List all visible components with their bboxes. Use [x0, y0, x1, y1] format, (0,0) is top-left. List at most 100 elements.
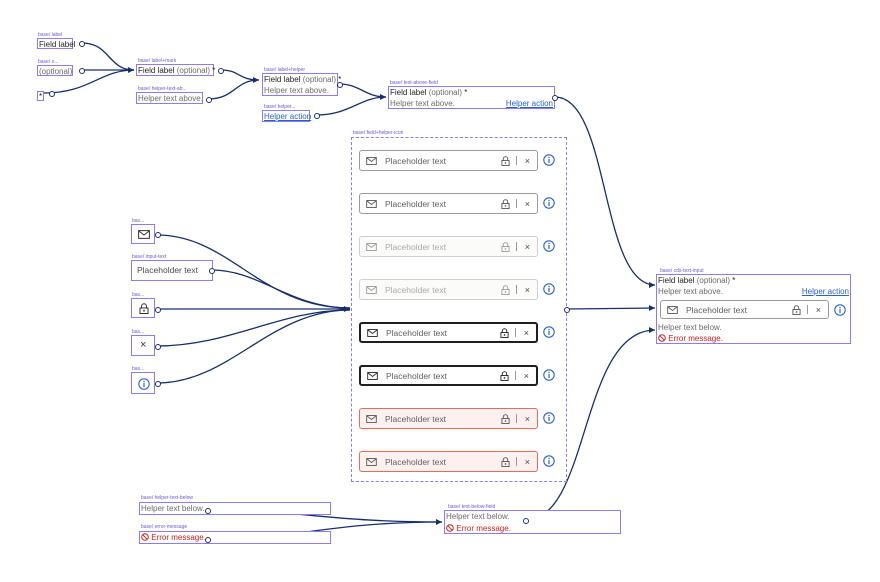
- text-input-error[interactable]: Placeholder text×: [359, 451, 538, 472]
- error-circle-icon: [446, 524, 454, 532]
- text-input-error[interactable]: Placeholder text ×: [359, 408, 538, 429]
- info-icon[interactable]: [543, 369, 555, 381]
- lock-icon: [500, 327, 509, 338]
- text-input-focus[interactable]: Placeholder text ×: [359, 365, 538, 386]
- info-icon[interactable]: [543, 455, 555, 467]
- divider: [807, 305, 808, 314]
- close-icon[interactable]: ×: [815, 304, 821, 315]
- info-icon[interactable]: [543, 240, 555, 252]
- component-tag: base/ text-below-field: [448, 504, 496, 510]
- input-placeholder: Placeholder text: [385, 284, 446, 295]
- label-helper-node[interactable]: Field label (optional) * Helper text abo…: [262, 73, 341, 96]
- text-input-default[interactable]: Placeholder text×: [359, 193, 538, 214]
- helper-below-text: Helper text below.: [141, 504, 205, 513]
- info-icon-node[interactable]: [131, 372, 155, 394]
- label-text: Field label: [390, 88, 427, 97]
- connector-port: [155, 232, 161, 238]
- optional-node[interactable]: (optional): [37, 65, 73, 76]
- info-icon[interactable]: [543, 326, 555, 338]
- info-icon[interactable]: [543, 283, 555, 295]
- connector-port: [79, 41, 85, 47]
- cds-error: Error message.: [658, 334, 723, 343]
- label-mark-node[interactable]: Field label (optional) *: [136, 64, 215, 76]
- component-tag: base/ helper-text-below: [141, 495, 193, 501]
- text-above-node[interactable]: Field label (optional) * Helper text abo…: [388, 86, 555, 109]
- component-tag: base/ cds-text-input: [660, 268, 704, 274]
- component-tag: base/ label+helper: [264, 67, 306, 73]
- input-placeholder: Placeholder text: [386, 370, 447, 381]
- cds-placeholder: Placeholder text: [686, 304, 747, 315]
- error-text: Error message.: [151, 533, 206, 542]
- field-label-node[interactable]: Field label: [37, 38, 75, 49]
- divider: [515, 371, 516, 380]
- connector-port: [205, 537, 211, 543]
- close-icon[interactable]: ×: [524, 241, 530, 252]
- input-placeholder: Placeholder text: [385, 413, 446, 424]
- asterisk-text: *: [732, 276, 736, 285]
- connector-port: [155, 344, 161, 350]
- info-icon[interactable]: [543, 154, 555, 166]
- error-circle-icon: [141, 533, 149, 541]
- info-icon[interactable]: [543, 412, 555, 424]
- close-icon[interactable]: ×: [523, 370, 529, 381]
- connector-port: [49, 91, 55, 97]
- envelope-icon: [138, 230, 150, 239]
- component-tag: base/ field+helper-icon: [353, 130, 404, 136]
- arrowhead: [649, 305, 655, 311]
- arrowhead: [380, 94, 386, 100]
- connector-port: [206, 97, 212, 103]
- arrowhead: [436, 519, 442, 525]
- cds-input[interactable]: Placeholder text ×: [660, 300, 829, 319]
- divider: [516, 284, 517, 295]
- text-input-default[interactable]: Placeholder text ×: [359, 150, 538, 171]
- connector: [207, 79, 260, 100]
- asterisk-node[interactable]: *: [37, 91, 44, 101]
- connector: [315, 96, 387, 116]
- cds-helper-below: Helper text below.: [658, 323, 722, 332]
- text-below-node[interactable]: Helper text below. Error message.: [444, 510, 621, 534]
- info-icon: [138, 378, 150, 390]
- arrowhead: [344, 306, 350, 312]
- lock-icon-node[interactable]: [131, 298, 155, 318]
- helper-action-node[interactable]: Helper action: [262, 110, 312, 122]
- component-tag: bas...: [132, 292, 145, 298]
- asterisk-text: *: [464, 88, 468, 97]
- text-input-disabled[interactable]: Placeholder text ×: [359, 279, 538, 300]
- optional-text: (optional): [302, 75, 337, 84]
- input-placeholder: Placeholder text: [385, 241, 446, 252]
- helper-action-link[interactable]: Helper action: [264, 112, 312, 121]
- lock-icon: [501, 198, 510, 209]
- close-icon[interactable]: ×: [524, 284, 530, 295]
- divider: [516, 456, 517, 467]
- input-placeholder: Placeholder text: [385, 155, 446, 166]
- cds-text-input-node[interactable]: Field label (optional) * Helper text abo…: [656, 274, 851, 344]
- envelope-icon: [366, 285, 377, 294]
- close-icon[interactable]: ×: [524, 198, 530, 209]
- label-text: Field label: [138, 66, 175, 75]
- text-below-error: Error message.: [446, 524, 511, 533]
- helper-below-node[interactable]: Helper text below.: [139, 502, 331, 515]
- close-icon[interactable]: ×: [524, 456, 530, 467]
- close-icon[interactable]: ×: [524, 155, 530, 166]
- text-input-focus[interactable]: Placeholder text×: [359, 322, 538, 343]
- connector-port: [218, 68, 224, 74]
- text-input-disabled[interactable]: Placeholder text ×: [359, 236, 538, 257]
- close-icon[interactable]: ×: [524, 413, 530, 424]
- cds-helper-action[interactable]: Helper action: [801, 287, 849, 296]
- label-text: Field label: [264, 75, 301, 84]
- envelope-icon-node[interactable]: [131, 224, 155, 244]
- lock-icon: [501, 413, 510, 424]
- info-icon[interactable]: [834, 304, 846, 316]
- text-above-action[interactable]: Helper action: [505, 99, 553, 108]
- close-icon[interactable]: ×: [523, 327, 529, 338]
- input-text-node[interactable]: Placeholder text: [131, 260, 213, 281]
- helper-above-node[interactable]: Helper text above.: [136, 92, 203, 104]
- error-message-node[interactable]: Error message.: [139, 531, 331, 544]
- close-icon-node[interactable]: ×: [131, 335, 155, 356]
- component-tag: base/ label: [38, 32, 63, 38]
- cds-label: Field label (optional) *: [658, 276, 735, 285]
- component-tag: base/ o...: [38, 59, 59, 65]
- arrowhead: [128, 67, 134, 73]
- info-icon[interactable]: [543, 197, 555, 209]
